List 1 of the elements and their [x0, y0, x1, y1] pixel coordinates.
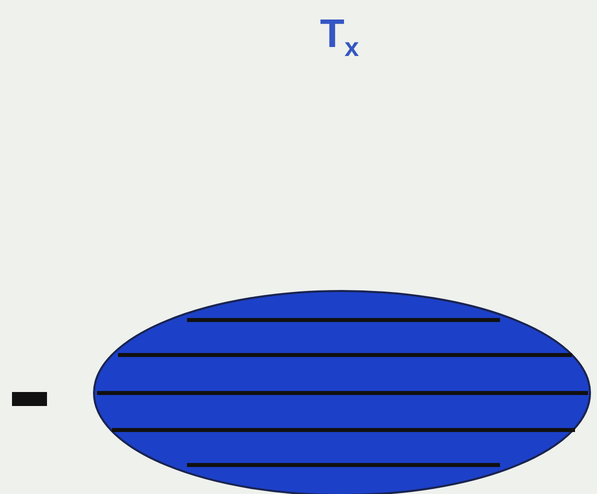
title: T$_{x}$: [320, 14, 359, 60]
